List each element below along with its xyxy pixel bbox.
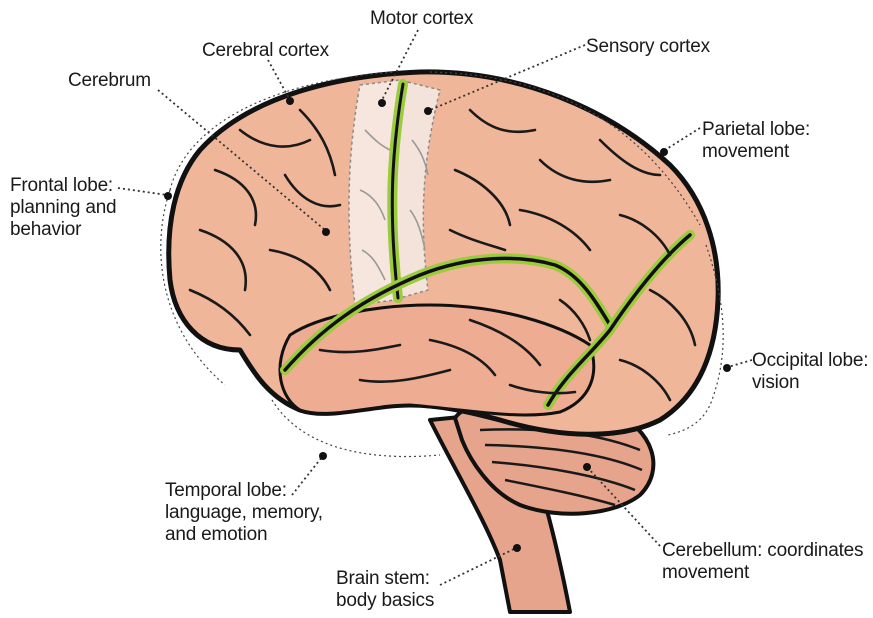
label-sensory-cortex: Sensory cortex bbox=[586, 36, 710, 58]
label-cerebrum: Cerebrum bbox=[68, 70, 151, 92]
label-frontal-line2: planning and bbox=[10, 197, 116, 219]
label-occipital-line1: Occipital lobe: bbox=[752, 350, 868, 372]
label-parietal-lobe: Parietal lobe: movement bbox=[702, 119, 810, 163]
label-parietal-line1: Parietal lobe: bbox=[702, 119, 810, 141]
label-cerebellum-line2: movement bbox=[662, 562, 863, 584]
label-motor-cortex-text: Motor cortex bbox=[370, 8, 473, 30]
label-temporal-line3: and emotion bbox=[165, 524, 323, 546]
label-cerebellum-line1: Cerebellum: coordinates bbox=[662, 540, 863, 562]
label-motor-cortex: Motor cortex bbox=[370, 8, 473, 30]
label-brain-stem-line2: body basics bbox=[336, 590, 434, 612]
label-cerebrum-text: Cerebrum bbox=[68, 70, 151, 92]
label-cerebellum: Cerebellum: coordinates movement bbox=[662, 540, 863, 584]
label-cerebral-cortex: Cerebral cortex bbox=[202, 40, 329, 62]
label-frontal-line1: Frontal lobe: bbox=[10, 175, 116, 197]
label-frontal-line3: behavior bbox=[10, 219, 116, 241]
label-brain-stem: Brain stem: body basics bbox=[336, 568, 434, 612]
label-brain-stem-line1: Brain stem: bbox=[336, 568, 434, 590]
label-frontal-lobe: Frontal lobe: planning and behavior bbox=[10, 175, 116, 241]
label-parietal-line2: movement bbox=[702, 141, 810, 163]
label-temporal-line2: language, memory, bbox=[165, 502, 323, 524]
label-cerebral-cortex-text: Cerebral cortex bbox=[202, 40, 329, 62]
label-occipital-line2: vision bbox=[752, 372, 868, 394]
label-temporal-line1: Temporal lobe: bbox=[165, 480, 323, 502]
label-occipital-lobe: Occipital lobe: vision bbox=[752, 350, 868, 394]
label-temporal-lobe: Temporal lobe: language, memory, and emo… bbox=[165, 480, 323, 546]
label-sensory-cortex-text: Sensory cortex bbox=[586, 36, 710, 58]
